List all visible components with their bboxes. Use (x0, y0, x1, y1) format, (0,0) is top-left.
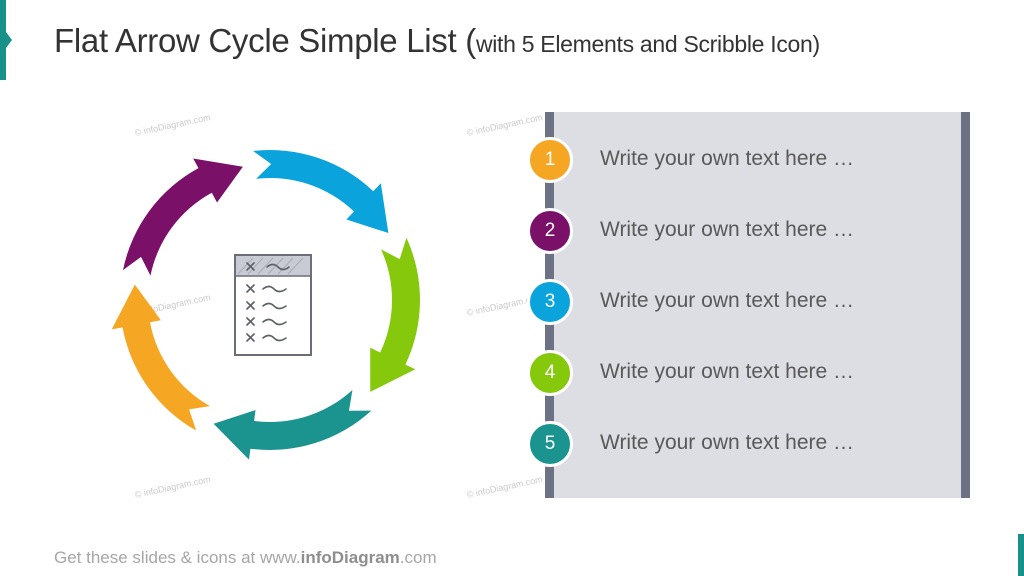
arrow-cycle-diagram (111, 149, 420, 460)
list-item-text-2[interactable]: Write your own text here … (600, 218, 855, 241)
footer-suffix: .com (399, 548, 437, 567)
number-badge-1: 1 (527, 137, 573, 183)
number-badge-4: 4 (527, 350, 573, 396)
footer-brand: infoDiagram (300, 548, 400, 567)
footer-credit: Get these slides & icons at www.infoDiag… (54, 548, 437, 568)
footer-prefix: Get these slides & icons at www. (54, 548, 301, 567)
list-item-2: 2 Write your own text here … (527, 206, 970, 256)
list-item-text-1[interactable]: Write your own text here … (600, 147, 855, 170)
watermark-5: © infoDiagram.com (133, 474, 212, 500)
checklist-scribble-icon (234, 254, 312, 356)
cycle-arrow-1 (111, 284, 210, 431)
list-item-3: 3 Write your own text here … (527, 277, 970, 327)
list-item-1: 1 Write your own text here … (527, 135, 970, 185)
accent-bar-right (1018, 534, 1024, 576)
text-list-panel: 1 Write your own text here … 2 Write you… (527, 112, 970, 498)
accent-notch (6, 32, 12, 48)
list-item-text-5[interactable]: Write your own text here … (600, 431, 855, 454)
cycle-arrow-2 (123, 158, 243, 276)
panel-right-bar (961, 112, 970, 498)
list-item-text-4[interactable]: Write your own text here … (600, 360, 855, 383)
list-item-text-3[interactable]: Write your own text here … (600, 289, 855, 312)
number-badge-2: 2 (527, 208, 573, 254)
title-subtitle: with 5 Elements and Scribble Icon) (475, 31, 820, 57)
number-badge-5: 5 (527, 421, 573, 467)
accent-bar-left (0, 0, 6, 80)
page-title: Flat Arrow Cycle Simple List (with 5 Ele… (54, 22, 820, 60)
title-main: Flat Arrow Cycle Simple List ( (54, 22, 476, 59)
cycle-arrows (111, 149, 420, 460)
number-badge-3: 3 (527, 279, 573, 325)
cycle-arrow-4 (370, 237, 420, 392)
cycle-arrow-5 (213, 389, 372, 460)
list-item-5: 5 Write your own text here … (527, 419, 970, 469)
watermark-2: © infoDiagram.com (465, 112, 544, 138)
watermark-6: © infoDiagram.com (465, 474, 544, 500)
list-item-4: 4 Write your own text here … (527, 348, 970, 398)
cycle-arrow-3 (253, 149, 389, 234)
